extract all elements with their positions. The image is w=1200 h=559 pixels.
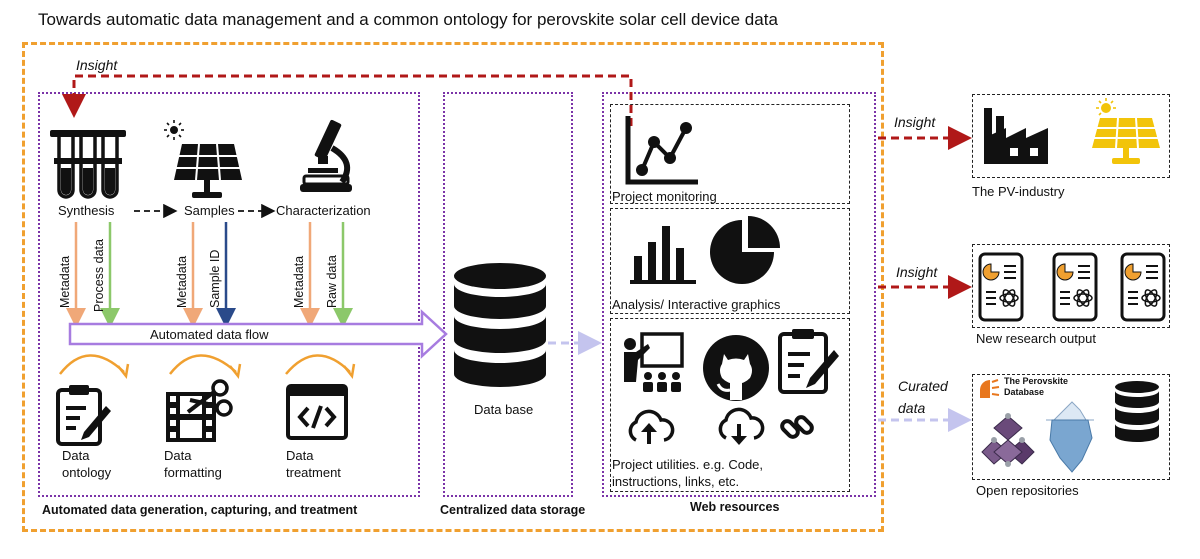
data-formatting-label-2: formatting xyxy=(164,465,222,480)
research-output-box xyxy=(972,244,1170,328)
curated-data-label-2: data xyxy=(898,400,926,416)
web-section-box xyxy=(602,92,876,497)
pie-chart-icon xyxy=(710,216,780,284)
utilities-label-1: Project utilities. e.g. Code, xyxy=(612,457,764,472)
curated-data-label-1: Curated xyxy=(898,378,948,394)
process-data-label: Process data xyxy=(92,239,106,312)
data-treatment-label-2: treatment xyxy=(286,465,341,480)
characterization-label: Characterization xyxy=(276,203,371,218)
clipboard-pen-icon xyxy=(56,385,111,446)
open-repositories-box xyxy=(972,374,1170,480)
github-icon xyxy=(703,335,769,401)
analysis-label: Analysis/ Interactive graphics xyxy=(612,297,781,312)
page-title: Towards automatic data management and a … xyxy=(38,10,778,29)
generation-section-title: Automated data generation, capturing, an… xyxy=(42,503,358,517)
generation-section-box xyxy=(38,92,420,497)
data-treatment-label-1: Data xyxy=(286,448,314,463)
presenter-icon xyxy=(624,332,684,392)
automated-data-flow-label: Automated data flow xyxy=(150,327,269,342)
project-monitoring-label: Project monitoring xyxy=(612,189,717,204)
factory-icon xyxy=(984,108,1048,164)
metadata-label-1: Metadata xyxy=(58,255,72,308)
line-chart-icon xyxy=(625,116,698,185)
analysis-box xyxy=(610,208,850,314)
database-label: Data base xyxy=(474,402,534,417)
cloud-upload-icon xyxy=(628,409,675,444)
perovskite-database-logo xyxy=(980,379,1000,398)
web-section-title: Web resources xyxy=(690,500,780,514)
database-small-icon xyxy=(1115,381,1159,442)
storage-section-title: Centralized data storage xyxy=(440,503,586,517)
iceberg-icon xyxy=(1046,401,1094,473)
perovskite-database-title-2: Database xyxy=(1004,387,1045,397)
pv-industry-label: The PV-industry xyxy=(972,184,1065,199)
microscope-icon xyxy=(300,119,352,192)
bar-chart-icon xyxy=(630,226,696,284)
link-icon xyxy=(780,415,814,439)
insight-top-label: Insight xyxy=(76,57,118,73)
utilities-box xyxy=(610,318,850,492)
film-scissors-icon xyxy=(166,379,233,442)
solar-panel-yellow-icon xyxy=(1092,98,1160,164)
database-icon xyxy=(454,263,546,387)
solar-panel-icon xyxy=(164,120,242,198)
data-ontology-label-1: Data xyxy=(62,448,90,463)
clipboard-pen-icon xyxy=(778,329,839,394)
ontology-loop-arrow xyxy=(59,354,125,375)
data-ontology-label-2: ontology xyxy=(62,465,112,480)
research-output-label: New research output xyxy=(976,331,1096,346)
test-tubes-icon xyxy=(50,130,126,199)
perovskite-crystal-icon xyxy=(981,413,1035,467)
treatment-loop-arrow xyxy=(285,354,351,375)
sample-id-label: Sample ID xyxy=(208,249,222,308)
monitoring-box xyxy=(610,104,850,204)
research-paper-icon xyxy=(978,252,1024,322)
metadata-label-2: Metadata xyxy=(175,255,189,308)
metadata-label-3: Metadata xyxy=(292,255,306,308)
automated-data-flow-arrow xyxy=(68,309,448,359)
formatting-loop-arrow xyxy=(169,354,237,375)
code-window-icon xyxy=(286,384,348,440)
insight-feedback-arrow xyxy=(62,74,633,126)
insight-pv-label: Insight xyxy=(894,114,936,130)
raw-data-label: Raw data xyxy=(325,255,339,308)
samples-label: Samples xyxy=(184,203,235,218)
synthesis-label: Synthesis xyxy=(58,203,115,218)
data-formatting-label-1: Data xyxy=(164,448,192,463)
pv-industry-box xyxy=(972,94,1170,178)
insight-research-label: Insight xyxy=(896,264,938,280)
cloud-download-icon xyxy=(718,407,765,445)
perovskite-database-title-1: The Perovskite xyxy=(1004,376,1069,386)
open-repositories-label: Open repositories xyxy=(976,483,1079,498)
storage-section-box xyxy=(443,92,573,497)
research-paper-icon xyxy=(1052,252,1098,322)
research-paper-icon xyxy=(1120,252,1166,322)
utilities-label-2: instructions, links, etc. xyxy=(612,474,740,489)
